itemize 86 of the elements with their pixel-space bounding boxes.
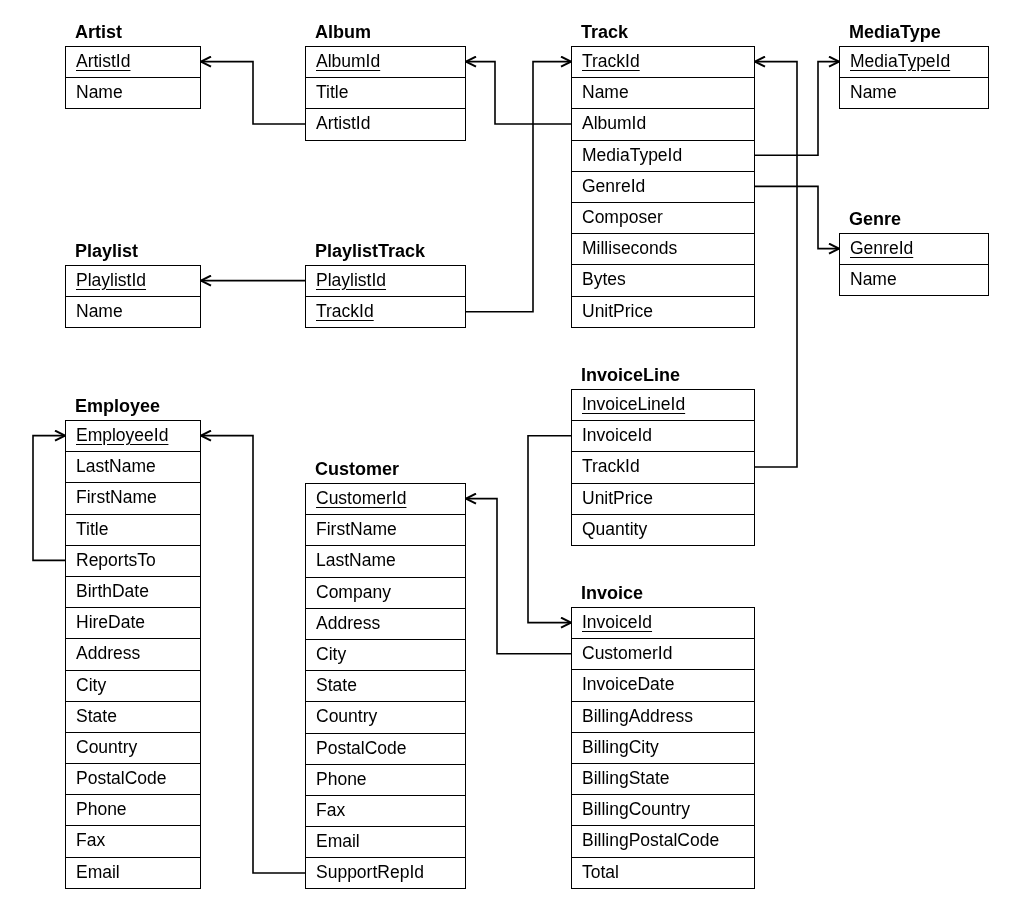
table-field: FirstName xyxy=(305,515,466,547)
table-field: Total xyxy=(571,857,755,889)
table-field: Composer xyxy=(571,202,755,235)
table-field: PostalCode xyxy=(65,764,201,796)
table-field: Title xyxy=(305,78,466,110)
table-title: Invoice xyxy=(580,582,644,605)
table-field: AlbumId xyxy=(305,47,466,79)
table-field: InvoiceId xyxy=(571,421,755,453)
table-field: MediaTypeId xyxy=(839,47,989,79)
table-field: Name xyxy=(839,78,989,110)
table-title: InvoiceLine xyxy=(580,364,681,387)
table-field: MediaTypeId xyxy=(571,140,755,172)
relationship-arrow xyxy=(527,435,572,629)
table-field: BillingPostalCode xyxy=(571,826,755,858)
table-title: Employee xyxy=(74,395,161,418)
table-field: Company xyxy=(305,577,466,609)
table-field: GenreId xyxy=(839,234,989,266)
relationship-arrow xyxy=(32,429,66,562)
table-field: AlbumId xyxy=(571,109,755,141)
table-field: City xyxy=(305,639,466,672)
table-field: State xyxy=(305,671,466,703)
relationship-arrow xyxy=(200,274,306,287)
table-field: InvoiceId xyxy=(571,608,755,640)
relationship-arrow xyxy=(754,55,798,468)
table-field: GenreId xyxy=(571,171,755,203)
table-field: Quantity xyxy=(571,514,755,546)
table-field: BillingAddress xyxy=(571,701,755,733)
relationship-arrow xyxy=(200,429,306,874)
table-field: Country xyxy=(65,732,201,765)
table-title: Genre xyxy=(848,208,902,231)
table-field: CustomerId xyxy=(571,639,755,671)
table-field: BillingCity xyxy=(571,732,755,764)
table-field: BirthDate xyxy=(65,576,201,609)
table-field: Bytes xyxy=(571,265,755,297)
table-field: UnitPrice xyxy=(571,483,755,515)
table-field: LastName xyxy=(65,452,201,484)
table-field: Name xyxy=(839,265,989,297)
table-title: Album xyxy=(314,21,371,44)
table-field: PlaylistId xyxy=(305,266,466,298)
table-field: Email xyxy=(65,857,201,889)
table-title: Customer xyxy=(314,458,399,481)
table-field: Phone xyxy=(305,764,466,796)
table-field: ArtistId xyxy=(65,47,201,79)
table-field: CustomerId xyxy=(305,484,466,516)
relationship-arrow xyxy=(200,55,306,125)
table-field: PlaylistId xyxy=(65,266,201,298)
relationship-arrow xyxy=(754,55,840,156)
table-field: Country xyxy=(305,702,466,734)
table-field: Email xyxy=(305,827,466,859)
table-field: Fax xyxy=(65,826,201,858)
table-field: InvoiceLineId xyxy=(571,390,755,422)
table-field: Name xyxy=(571,78,755,110)
table-field: SupportRepId xyxy=(305,858,466,890)
relationship-arrow xyxy=(754,185,840,255)
table-field: UnitPrice xyxy=(571,296,755,328)
table-field: PostalCode xyxy=(305,733,466,765)
table-field: Milliseconds xyxy=(571,234,755,266)
table-field: City xyxy=(65,670,201,702)
table-field: Title xyxy=(65,514,201,546)
relationship-arrow xyxy=(465,55,572,313)
table-title: PlaylistTrack xyxy=(314,240,426,263)
table-field: BillingCountry xyxy=(571,795,755,827)
table-title: Artist xyxy=(74,21,122,44)
table-field: ArtistId xyxy=(305,109,466,141)
table-field: Address xyxy=(305,608,466,640)
table-field: EmployeeId xyxy=(65,421,201,453)
table-field: InvoiceDate xyxy=(571,670,755,702)
relationship-arrow xyxy=(465,492,572,655)
table-field: FirstName xyxy=(65,483,201,515)
table-field: LastName xyxy=(305,546,466,578)
relationship-arrow xyxy=(465,55,572,125)
table-field: Phone xyxy=(65,795,201,827)
table-field: Name xyxy=(65,297,201,329)
table-title: Track xyxy=(580,21,629,44)
table-field: State xyxy=(65,701,201,733)
table-field: TrackId xyxy=(571,47,755,79)
table-field: Address xyxy=(65,639,201,671)
table-field: HireDate xyxy=(65,608,201,640)
table-field: Name xyxy=(65,78,201,110)
table-title: Playlist xyxy=(74,240,139,263)
table-field: TrackId xyxy=(571,452,755,484)
table-title: MediaType xyxy=(848,21,941,44)
table-field: BillingState xyxy=(571,763,755,796)
table-field: TrackId xyxy=(305,297,466,329)
table-field: Fax xyxy=(305,795,466,828)
table-field: ReportsTo xyxy=(65,545,201,577)
